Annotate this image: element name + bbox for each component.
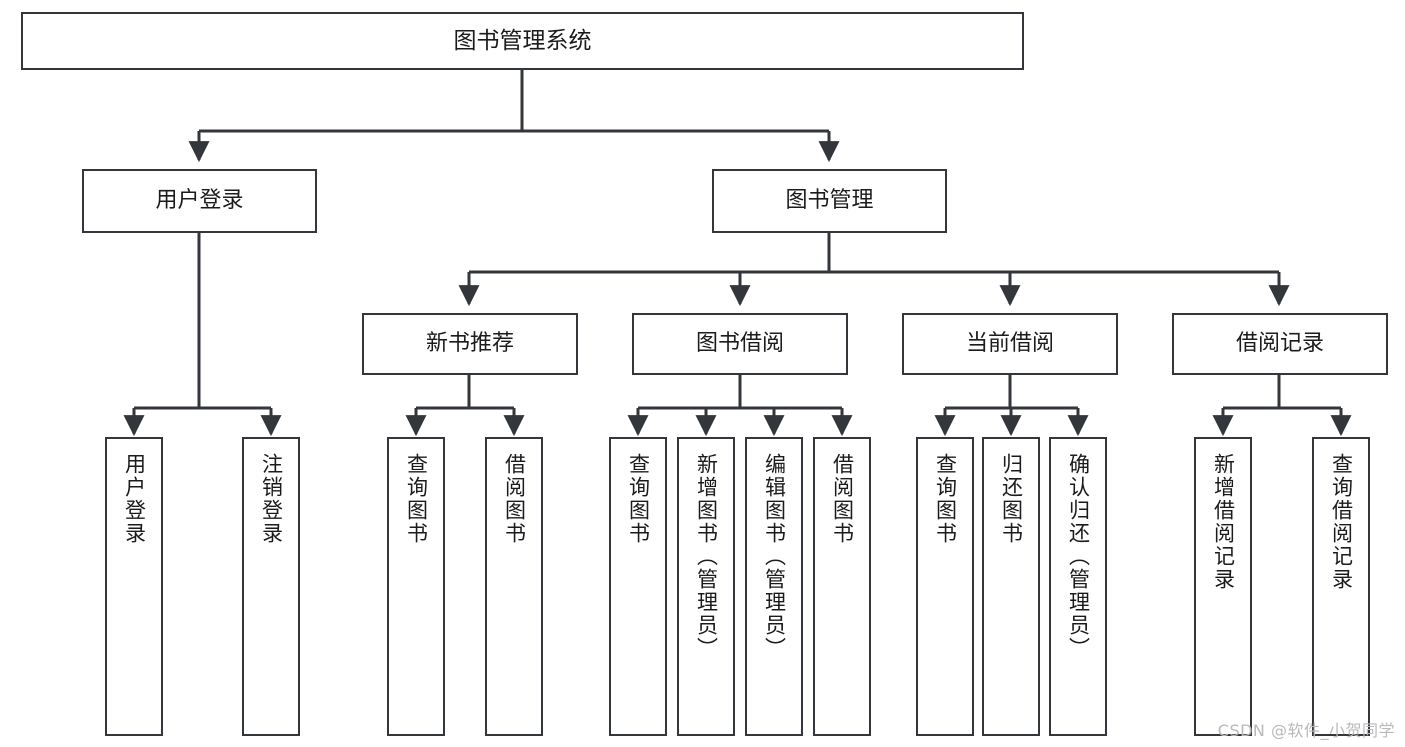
node-new-book-recommend[interactable]: 新书推荐 [362, 313, 578, 375]
node-label: 编辑图书（管理员） [762, 453, 787, 660]
leaf-current-return-book[interactable]: 归还图书 [982, 437, 1040, 736]
node-label: 新增图书（管理员） [694, 453, 719, 660]
node-current-borrow[interactable]: 当前借阅 [902, 313, 1118, 375]
node-label: 查询图书 [933, 453, 958, 545]
leaf-new-book-borrow[interactable]: 借阅图书 [485, 437, 543, 736]
node-label: 新书推荐 [425, 331, 514, 357]
node-label: 确认归还（管理员） [1066, 453, 1091, 660]
node-label: 图书借阅 [695, 331, 784, 357]
leaf-new-book-query[interactable]: 查询图书 [387, 437, 445, 736]
node-book-management[interactable]: 图书管理 [712, 169, 947, 233]
leaf-borrow-borrow-book[interactable]: 借阅图书 [813, 437, 871, 736]
node-borrow-records[interactable]: 借阅记录 [1172, 313, 1388, 375]
node-user-login[interactable]: 用户登录 [82, 169, 317, 233]
node-label: 借阅图书 [830, 453, 855, 545]
node-label: 用户登录 [155, 188, 244, 214]
node-label: 归还图书 [999, 453, 1024, 545]
leaf-records-query-record[interactable]: 查询借阅记录 [1312, 437, 1370, 736]
node-label: 查询图书 [626, 453, 651, 545]
node-label: 新增借阅记录 [1211, 453, 1236, 591]
node-label: 图书管理 [785, 188, 874, 214]
leaf-user-login-signout[interactable]: 注销登录 [242, 437, 300, 736]
node-label: 图书管理系统 [453, 27, 592, 54]
node-label: 用户登录 [122, 453, 147, 545]
node-label: 借阅图书 [502, 453, 527, 545]
leaf-borrow-add-book-admin[interactable]: 新增图书（管理员） [677, 437, 735, 736]
node-root-system[interactable]: 图书管理系统 [21, 12, 1024, 70]
leaf-records-add-record[interactable]: 新增借阅记录 [1194, 437, 1252, 736]
leaf-current-confirm-return-admin[interactable]: 确认归还（管理员） [1049, 437, 1107, 736]
node-label: 注销登录 [259, 453, 284, 545]
node-label: 查询图书 [404, 453, 429, 545]
node-label: 借阅记录 [1235, 331, 1324, 357]
leaf-borrow-query-book[interactable]: 查询图书 [609, 437, 667, 736]
leaf-borrow-edit-book-admin[interactable]: 编辑图书（管理员） [745, 437, 803, 736]
node-label: 查询借阅记录 [1329, 453, 1354, 591]
node-label: 当前借阅 [965, 331, 1054, 357]
leaf-current-query-book[interactable]: 查询图书 [916, 437, 974, 736]
node-book-borrow[interactable]: 图书借阅 [632, 313, 848, 375]
leaf-user-login-signin[interactable]: 用户登录 [105, 437, 163, 736]
watermark: CSDN @软件_小贺同学 [1217, 721, 1395, 740]
